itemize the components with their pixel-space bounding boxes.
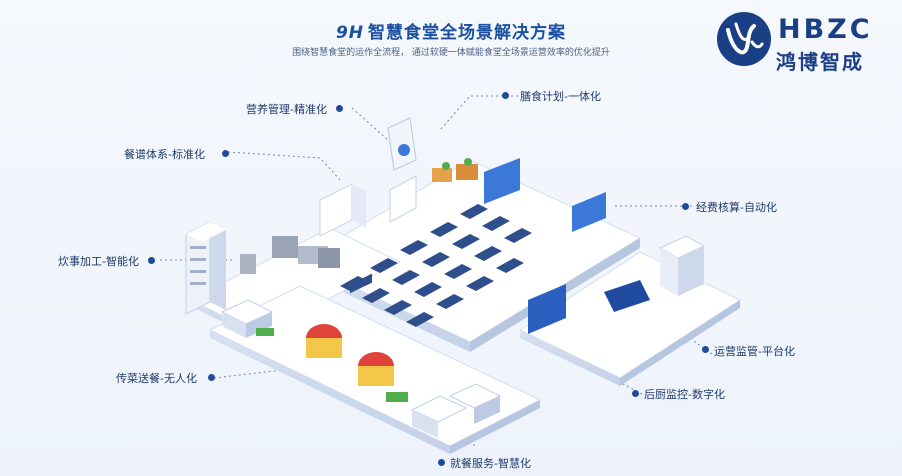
label-dining: 就餐服务-智慧化 — [450, 457, 531, 470]
label-menu: 餐谱体系-标准化 — [124, 148, 205, 161]
label-platform: 运营监管-平台化 — [714, 345, 795, 358]
logo-name-cn: 鸿博智成 — [776, 50, 864, 74]
bullet-dot — [208, 374, 215, 381]
label-delivery: 传菜送餐-无人化 — [116, 372, 197, 385]
nutrition-booths — [319, 117, 417, 237]
label-meal-plan: 膳食计划-一体化 — [520, 90, 601, 103]
platform-building — [658, 235, 706, 296]
bullet-dot — [336, 105, 343, 112]
delivery-robots — [306, 324, 394, 386]
label-nutrition: 营养管理-精准化 — [246, 103, 327, 116]
label-kitchen: 后厨监控-数字化 — [644, 388, 725, 401]
bullet-dot — [682, 203, 689, 210]
bullet-dot — [632, 390, 639, 397]
bullet-dot — [502, 92, 509, 99]
info-screens — [484, 158, 650, 334]
bullet-dot — [222, 150, 229, 157]
table-rows — [340, 204, 532, 327]
label-cost: 经费核算-自动化 — [696, 201, 777, 214]
company-logo: HBZC 鸿博智成 — [714, 8, 894, 74]
title-text: 智慧食堂全场景解决方案 — [368, 23, 567, 43]
warehouses — [220, 299, 502, 438]
bullet-dot — [702, 346, 709, 353]
label-cooking: 炊事加工-智能化 — [58, 255, 139, 268]
page-subtitle: 围绕智慧食堂的运作全流程， 通过软硬一体赋能食堂全场景运营效率的优化提升 — [292, 48, 610, 58]
logo-brand: HBZC — [778, 14, 873, 45]
logo-emblem-icon — [717, 12, 771, 66]
kitchen-equipment — [240, 236, 340, 274]
office-building — [185, 221, 226, 315]
food-crates — [256, 158, 478, 402]
bullet-dot — [438, 459, 445, 466]
bullet-dot — [148, 257, 155, 264]
title-prefix: 9H — [335, 23, 365, 43]
